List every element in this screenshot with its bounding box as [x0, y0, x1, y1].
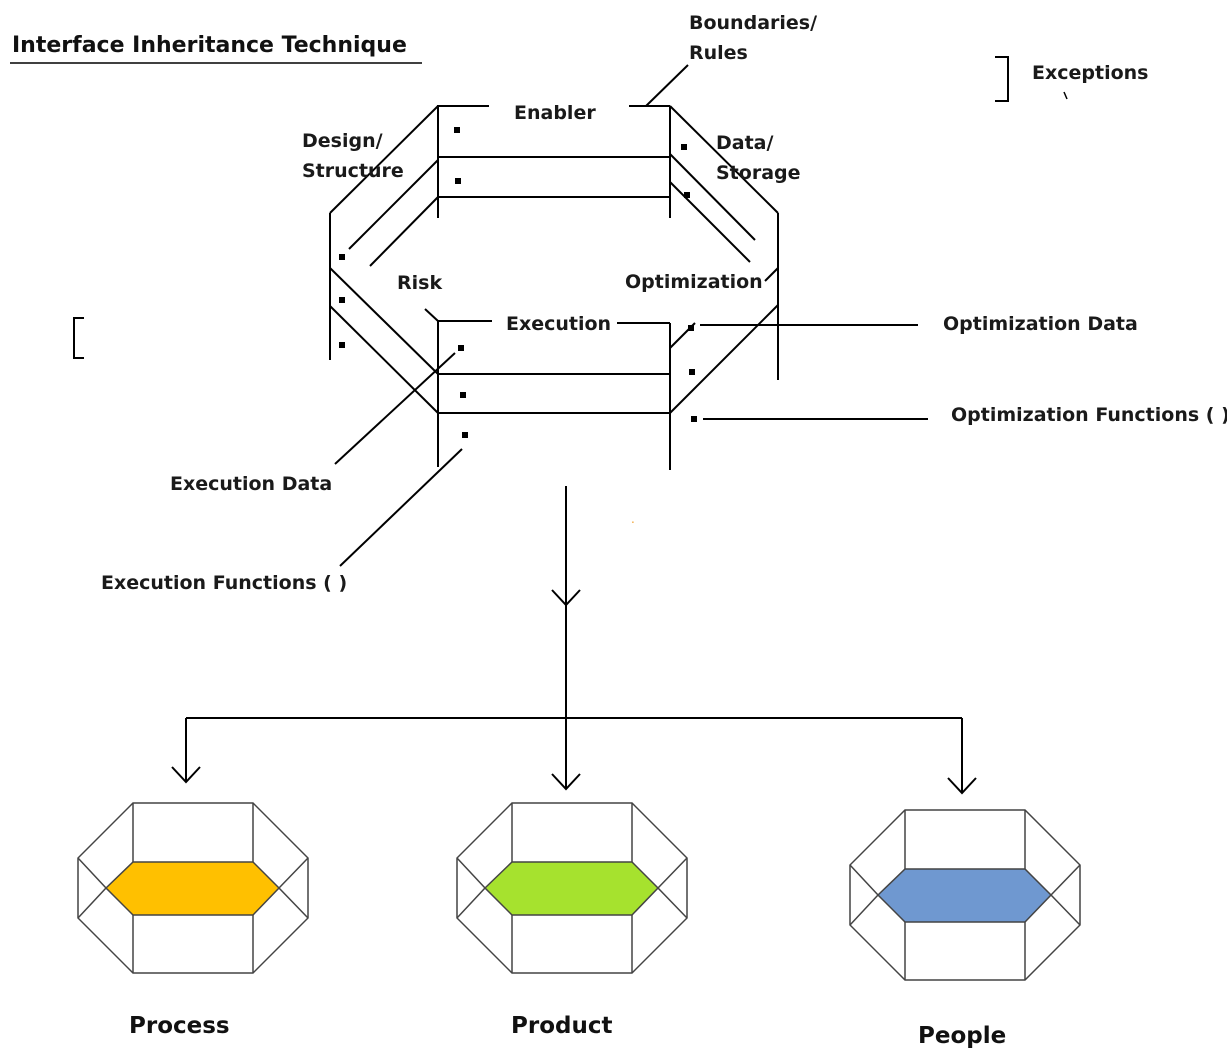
- optimization-data-label: Optimization Data: [943, 313, 1138, 335]
- child-label-process: Process: [129, 1013, 230, 1039]
- bullet: [460, 392, 466, 398]
- arrowhead-down-icon: [947, 777, 977, 795]
- svg-text:.: .: [631, 512, 635, 526]
- bullet: [689, 369, 695, 375]
- prism-color-face: [483, 861, 660, 916]
- execution-functions-label: Execution Functions ( ): [101, 572, 347, 594]
- bullet: [681, 144, 687, 150]
- bullet: [339, 342, 345, 348]
- data-label-line1: Data/: [716, 132, 773, 154]
- child-prism-people: [849, 809, 1081, 981]
- exceptions-tick: [1063, 91, 1068, 100]
- prism-color-face: [876, 868, 1053, 923]
- child-prism-process: [77, 802, 309, 974]
- stem-arrowhead-icon: [551, 589, 581, 607]
- optimization-label: Optimization: [625, 271, 763, 293]
- inheritance-arrows: .: [171, 486, 977, 795]
- bullet: [458, 345, 464, 351]
- design-label-line1: Design/: [302, 130, 383, 152]
- execution-data-label: Execution Data: [170, 473, 332, 495]
- child-label-people: People: [918, 1023, 1006, 1049]
- data-label-line2: Storage: [716, 162, 801, 184]
- bullet: [691, 416, 697, 422]
- enabler-label: Enabler: [514, 102, 596, 124]
- arrowhead-down-icon: [551, 773, 581, 791]
- execution-data-pointer: [334, 352, 456, 465]
- design-label-line2: Structure: [302, 160, 404, 182]
- execution-label: Execution: [506, 313, 611, 335]
- execution-functions-pointer: [339, 448, 463, 567]
- boundaries-label-line2: Rules: [689, 42, 748, 64]
- optimization-functions-label: Optimization Functions ( ): [951, 404, 1227, 426]
- prism-color-face: [104, 861, 281, 916]
- page-title: Interface Inheritance Technique: [12, 33, 407, 58]
- exceptions-label: Exceptions: [1032, 62, 1148, 84]
- bullet: [684, 192, 690, 198]
- child-prisms: [77, 802, 1081, 981]
- risk-label: Risk: [397, 272, 442, 294]
- main-prism: [329, 64, 779, 470]
- bullet: [462, 432, 468, 438]
- bullet-dots: [339, 127, 697, 438]
- exceptions-bracket: [995, 56, 1009, 102]
- boundaries-label-line1: Boundaries/: [689, 12, 817, 34]
- bullet: [455, 178, 461, 184]
- bullet: [339, 297, 345, 303]
- arrowhead-down-icon: [171, 766, 201, 784]
- left-bracket: [73, 317, 84, 359]
- child-prism-product: [456, 802, 688, 974]
- bullet: [339, 254, 345, 260]
- bullet: [454, 127, 460, 133]
- bullet: [688, 325, 694, 331]
- child-label-product: Product: [511, 1013, 612, 1039]
